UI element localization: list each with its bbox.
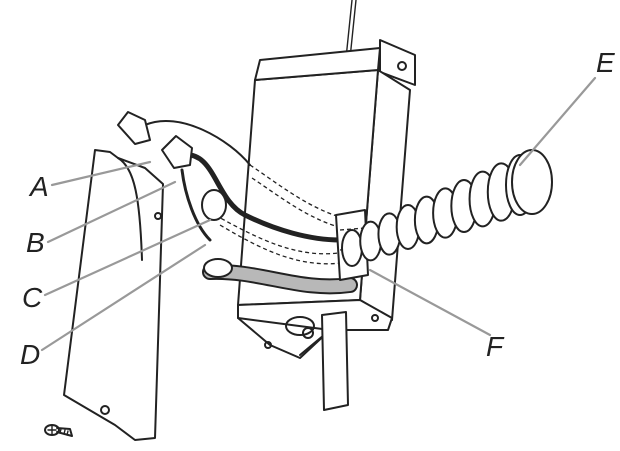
wire-nut-a [161,135,193,169]
label-e: E [596,47,615,78]
label-a: A [28,171,49,202]
black-wire [179,152,343,243]
wire-nut-top [117,111,151,145]
gray-wire [202,258,358,295]
flexible-conduit [341,149,553,267]
label-d: D [20,339,40,370]
conduit-ring [341,229,363,267]
conduit-end [511,149,553,215]
screw-icon [44,424,73,437]
label-c: C [22,282,43,313]
label-f: F [486,331,505,362]
junction-box [237,39,416,359]
wire-nut-c [201,189,227,221]
label-b: B [26,227,45,258]
leader-lines [40,76,597,352]
mounting-strap [321,311,349,411]
